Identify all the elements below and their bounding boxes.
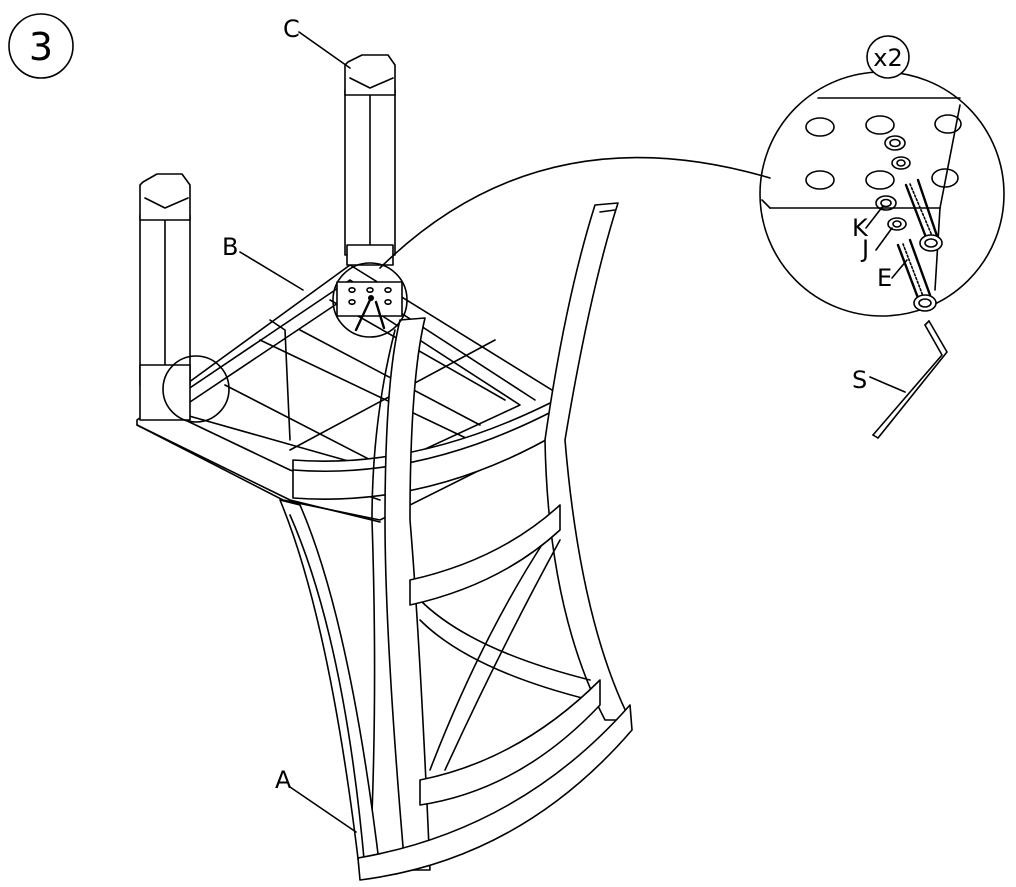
label-j: J [860, 235, 869, 263]
callout-leader [379, 156, 771, 269]
part-label-e: E [877, 259, 908, 292]
cross-brace [419, 539, 591, 771]
leg-c [344, 54, 396, 266]
allen-key-s [872, 320, 948, 439]
part-label-s: S [852, 366, 906, 394]
label-k: K [852, 214, 869, 242]
part-label-c: C [283, 15, 351, 69]
magnified-callout: x2 [759, 35, 1005, 317]
label-a: A [275, 766, 292, 794]
part-label-k: K [852, 205, 884, 242]
back-rails [357, 504, 633, 881]
step-badge: 3 [8, 13, 74, 79]
leg-front [139, 173, 191, 421]
quantity-badge [866, 35, 910, 79]
label-e: E [877, 264, 892, 292]
corner-bracket [332, 262, 408, 338]
part-label-b: B [222, 233, 304, 291]
part-label-j: J [860, 227, 893, 263]
label-s: S [852, 366, 867, 394]
step-number: 3 [29, 25, 53, 69]
corner-detail-marker [162, 355, 230, 423]
back-frame [279, 202, 631, 876]
chair-drawing [136, 54, 633, 881]
quantity-label: x2 [873, 44, 902, 72]
part-label-a: A [275, 766, 357, 833]
label-b: B [222, 233, 238, 261]
label-c: C [283, 15, 300, 43]
